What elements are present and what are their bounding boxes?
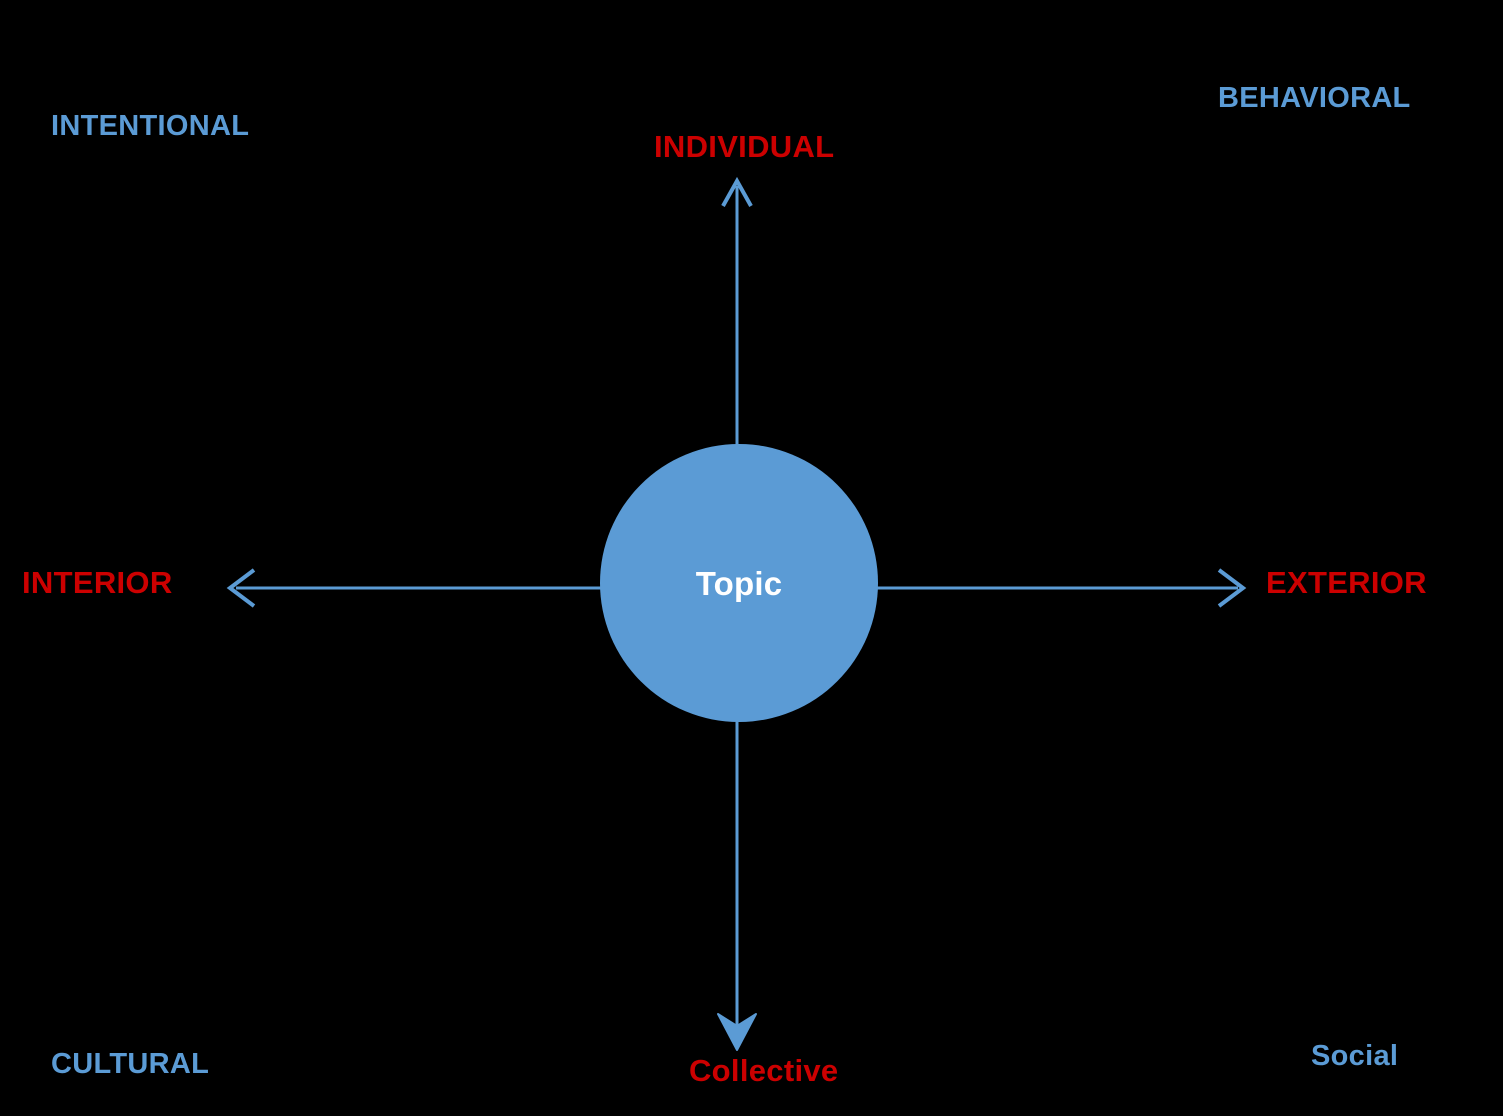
axis-label-collective: Collective (689, 1053, 839, 1088)
arrowhead-right-icon (1217, 568, 1247, 608)
arrowhead-up-icon (721, 176, 753, 207)
arrowhead-left-icon (226, 568, 256, 608)
arrowhead-down-icon (717, 1013, 757, 1051)
quadrant-label-social: Social (1311, 1040, 1399, 1072)
quadrant-label-behavioral: BEHAVIORAL (1218, 82, 1411, 114)
quadrant-label-cultural: CULTURAL (51, 1048, 210, 1080)
quadrant-label-intentional: INTENTIONAL (51, 110, 250, 142)
center-topic-node[interactable]: Topic (600, 444, 878, 722)
axis-label-interior: INTERIOR (22, 565, 173, 600)
axis-label-individual: INDIVIDUAL (654, 129, 835, 164)
center-topic-label: Topic (695, 564, 783, 602)
axis-label-exterior: EXTERIOR (1266, 565, 1427, 600)
